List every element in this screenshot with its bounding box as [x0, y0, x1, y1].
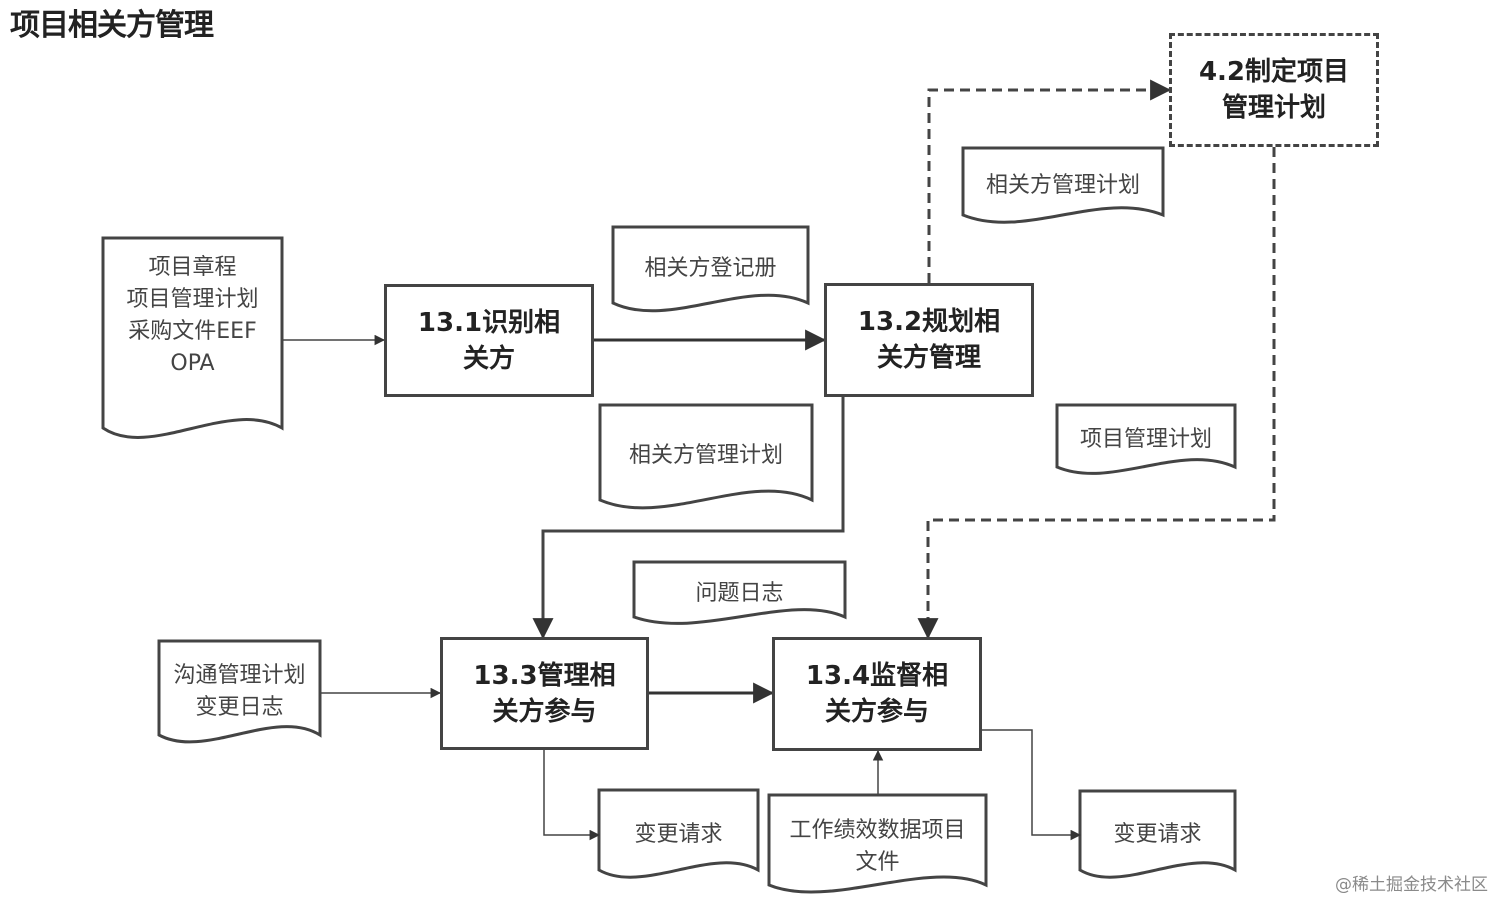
process-13-4-line2: 关方参与	[824, 697, 929, 727]
doc-stakeholder-register: 相关方登记册	[613, 248, 808, 290]
process-4-2-develop-pm-plan: 4.2制定项目 管理计划	[1169, 33, 1379, 147]
doc-issue-log-line1: 问题日志	[695, 581, 784, 606]
process-13-2-plan-stakeholder-mgmt: 13.2规划相 关方管理	[824, 283, 1034, 397]
arrow-13-2-to-4-2	[927, 79, 1172, 283]
doc-inputs-13-1-line4: OPA	[170, 350, 215, 376]
page-title: 项目相关方管理	[10, 8, 214, 43]
doc-cr-13-4-line1: 变更请求	[1113, 822, 1202, 847]
doc-shape-register	[611, 225, 810, 313]
doc-stakeholder-plan-top: 相关方管理计划	[963, 165, 1163, 207]
doc-inputs-13-1-line1: 项目章程	[148, 254, 237, 280]
doc-shape-plan-mid	[598, 403, 814, 510]
doc-shape-perf-data	[767, 793, 988, 894]
process-13-3-manage-engagement: 13.3管理相 关方参与	[440, 637, 649, 750]
doc-inputs-13-3-line2: 变更日志	[195, 695, 284, 720]
doc-shape-cr-13-3	[597, 788, 760, 879]
watermark: @稀土掘金技术社区	[1335, 875, 1488, 895]
doc-work-performance-data: 工作绩效数据项目 文件	[769, 814, 986, 880]
doc-plan-top-line1: 相关方管理计划	[985, 173, 1140, 198]
doc-change-request-13-3: 变更请求	[599, 814, 758, 856]
process-13-3-line1: 13.3管理相	[473, 660, 616, 691]
doc-stakeholder-plan-mid: 相关方管理计划	[600, 435, 812, 477]
doc-shape-inputs-13-3	[157, 639, 322, 744]
doc-inputs-13-3-line1: 沟通管理计划	[173, 663, 306, 688]
doc-register-line1: 相关方登记册	[644, 256, 777, 281]
doc-perf-data-line2: 文件	[855, 850, 900, 875]
doc-inputs-13-3: 沟通管理计划 变更日志	[159, 659, 320, 725]
doc-plan-mid-line1: 相关方管理计划	[628, 443, 783, 468]
doc-change-request-13-4: 变更请求	[1080, 814, 1235, 856]
process-13-4-line1: 13.4监督相	[805, 661, 949, 691]
arrow-13-4-to-cr	[982, 729, 1082, 841]
doc-shape-issue-log	[632, 560, 847, 625]
process-13-3-line2: 关方参与	[492, 696, 597, 727]
process-13-2-line1: 13.2规划相	[857, 307, 1001, 337]
doc-inputs-13-1-line3: 采购文件EEF	[128, 318, 257, 344]
doc-inputs-13-1: 项目章程 项目管理计划 采购文件EEF OPA	[103, 248, 282, 383]
arrow-4-2-to-13-4	[917, 147, 1276, 640]
doc-cr-13-3-line1: 变更请求	[634, 822, 723, 847]
doc-shape-proj-plan	[1055, 403, 1237, 475]
process-13-1-identify-stakeholders: 13.1识别相 关方	[384, 284, 594, 397]
process-4-2-line2: 管理计划	[1221, 93, 1326, 123]
process-13-4-monitor-engagement: 13.4监督相 关方参与	[772, 637, 982, 751]
arrow-13-2-to-13-3	[532, 397, 845, 640]
doc-perf-data-line1: 工作绩效数据项目	[789, 818, 966, 843]
doc-shape-cr-13-4	[1078, 789, 1237, 879]
doc-shape-plan-top	[961, 146, 1165, 224]
doc-project-plan: 项目管理计划	[1057, 419, 1235, 461]
doc-proj-plan-line1: 项目管理计划	[1079, 427, 1212, 452]
doc-issue-log: 问题日志	[634, 573, 845, 615]
doc-shape-inputs-13-1	[101, 236, 284, 439]
process-13-1-line1: 13.1识别相	[417, 307, 561, 338]
process-4-2-line1: 4.2制定项目	[1198, 57, 1350, 87]
process-13-2-line2: 关方管理	[876, 343, 981, 373]
arrow-13-3-to-cr	[543, 750, 601, 841]
doc-inputs-13-1-line2: 项目管理计划	[126, 286, 259, 312]
process-13-1-line2: 关方	[462, 343, 515, 374]
